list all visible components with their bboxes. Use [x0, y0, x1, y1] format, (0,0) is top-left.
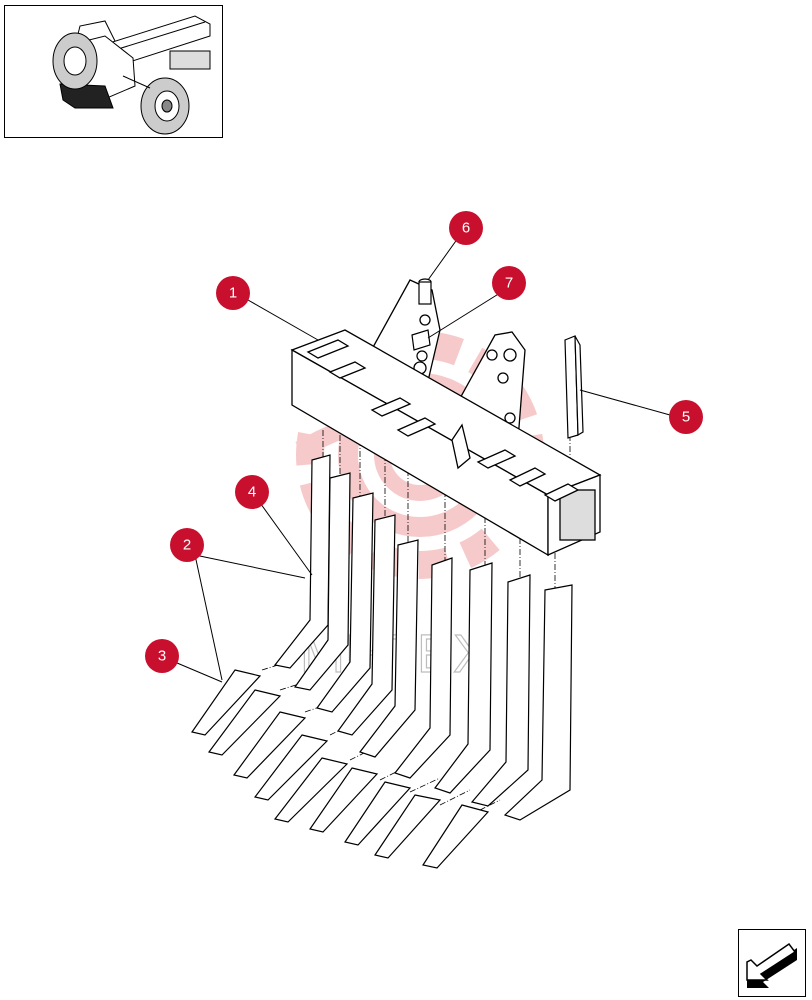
callout-3: 3 [145, 639, 179, 673]
lock-clip [411, 329, 431, 362]
svg-text:1: 1 [229, 285, 237, 302]
callout-6: 6 [449, 211, 483, 245]
svg-text:5: 5 [682, 409, 690, 426]
svg-text:3: 3 [158, 648, 166, 665]
svg-text:2: 2 [183, 537, 191, 554]
callout-4: 4 [235, 475, 269, 509]
key-bar [564, 335, 584, 439]
frame-beam [290, 279, 602, 557]
callout-7: 7 [492, 266, 526, 300]
pin [418, 278, 432, 305]
tractor-with-attachment-icon [52, 15, 211, 135]
svg-text:4: 4 [248, 484, 256, 501]
svg-text:6: 6 [462, 220, 470, 237]
leader-lines [169, 237, 671, 683]
tines [273, 454, 573, 821]
previous-page-arrow-icon [746, 942, 797, 988]
svg-text:7: 7 [505, 275, 513, 292]
tine-points [191, 669, 490, 869]
previous-page-button[interactable] [738, 929, 806, 997]
overview-thumbnail [4, 5, 223, 138]
callout-2: 2 [170, 528, 204, 562]
callout-1: 1 [216, 276, 250, 310]
callout-5: 5 [669, 400, 703, 434]
